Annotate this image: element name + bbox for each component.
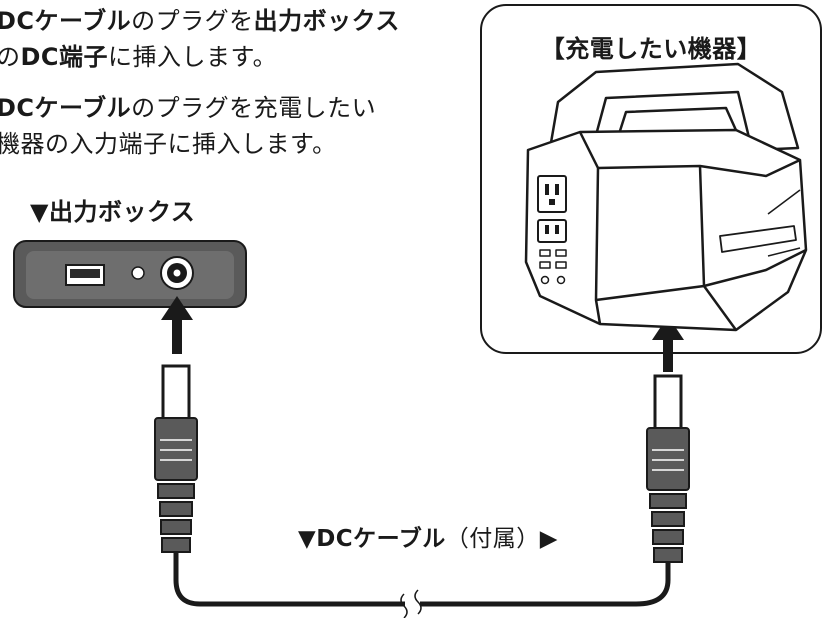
cable-label-note: （付属） xyxy=(445,526,540,552)
instruction-line-4: 機器の入力端子に挿入します。 xyxy=(0,129,337,159)
power-station-device xyxy=(524,62,808,332)
instruction-line-1: DCケーブルのプラグを出力ボックス xyxy=(0,6,400,36)
instruction-text: に挿入します。 xyxy=(108,43,278,71)
term-dc-cable: DCケーブル xyxy=(0,7,132,35)
cable-label-main: ▼DCケーブル xyxy=(298,526,446,552)
cable-label: ▼DCケーブル（付属）▶ xyxy=(298,524,558,554)
arrow-up-icon xyxy=(161,296,193,354)
output-box-label: ▼出力ボックス xyxy=(30,198,196,226)
instruction-text: の xyxy=(0,43,21,71)
dc-cable xyxy=(173,552,671,607)
term-dc-cable: DCケーブル xyxy=(0,94,132,122)
plug-left xyxy=(154,364,198,553)
cable-break-icon xyxy=(400,589,422,618)
dc-port xyxy=(160,256,194,290)
indicator-led xyxy=(131,266,145,280)
plug-right xyxy=(646,374,690,563)
instruction-text: 機器の入力端子に挿入します。 xyxy=(0,130,337,158)
device-title: 【充電したい機器】 xyxy=(540,35,762,63)
cable-label-arrow: ▶ xyxy=(539,526,558,552)
term-output-box: 出力ボックス xyxy=(253,7,400,35)
usb-port xyxy=(65,264,105,286)
term-dc-terminal: DC端子 xyxy=(20,43,109,71)
instruction-text: のプラグを充電したい xyxy=(131,94,377,122)
instruction-line-3: DCケーブルのプラグを充電したい xyxy=(0,93,376,123)
instruction-line-2: のDC端子に挿入します。 xyxy=(0,42,277,72)
output-box xyxy=(13,240,247,308)
instruction-text: のプラグを xyxy=(131,7,254,35)
